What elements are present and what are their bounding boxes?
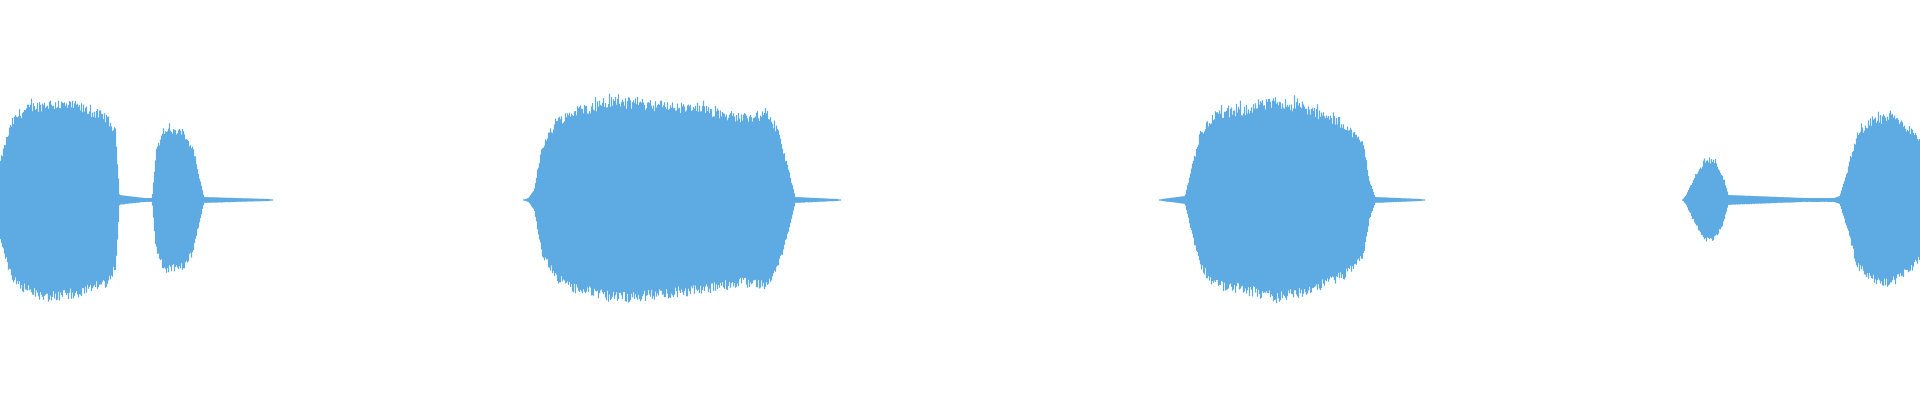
waveform-path xyxy=(0,93,1920,304)
waveform-bars xyxy=(0,93,1920,304)
